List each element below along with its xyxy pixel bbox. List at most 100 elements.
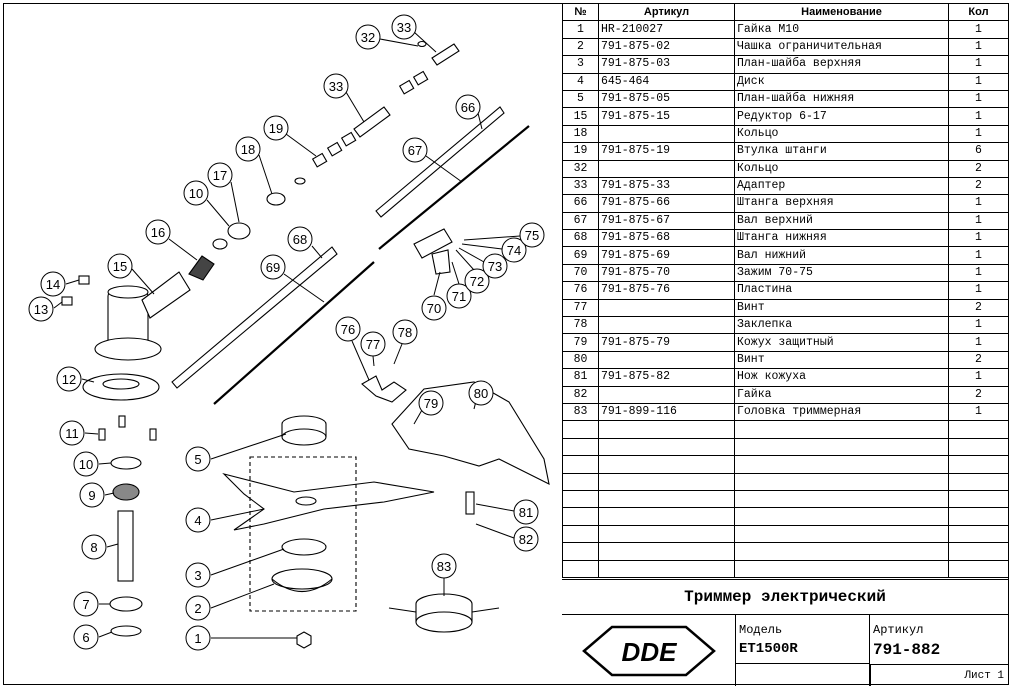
cell-qty: 1 bbox=[948, 124, 1009, 144]
svg-text:16: 16 bbox=[151, 225, 165, 240]
callout-2: 2 bbox=[185, 583, 275, 621]
callout-80: 80 bbox=[468, 380, 494, 410]
callout-15: 15 bbox=[107, 253, 155, 295]
empty-row bbox=[562, 420, 1009, 439]
cell-number: 2 bbox=[562, 37, 599, 57]
svg-text:10: 10 bbox=[79, 457, 93, 472]
callout-76: 76 bbox=[335, 316, 370, 381]
empty-cell bbox=[562, 420, 599, 439]
article-cell: Артикул 791-882 bbox=[870, 615, 1008, 663]
svg-text:75: 75 bbox=[525, 228, 539, 243]
cell-qty: 1 bbox=[948, 281, 1009, 300]
cell-number: 19 bbox=[562, 142, 599, 161]
empty-cell bbox=[562, 559, 599, 578]
cell-name: План-шайба верхняя bbox=[734, 55, 949, 74]
empty-cell bbox=[598, 455, 735, 474]
callout-66: 66 bbox=[455, 94, 483, 130]
callout-8: 8 bbox=[81, 534, 119, 560]
cell-article bbox=[598, 385, 735, 404]
cell-number: 79 bbox=[562, 333, 599, 352]
callout-10b: 10 bbox=[183, 180, 230, 227]
empty-cell bbox=[562, 542, 599, 561]
article-value: 791-882 bbox=[873, 641, 941, 659]
callout-72: 72 bbox=[455, 249, 490, 294]
svg-text:3: 3 bbox=[194, 568, 201, 583]
svg-text:13: 13 bbox=[34, 302, 48, 317]
cell-qty: 6 bbox=[948, 142, 1009, 161]
cell-name: Винт bbox=[734, 350, 949, 370]
cell-number: 67 bbox=[562, 211, 599, 231]
cell-article bbox=[598, 350, 735, 370]
empty-cell bbox=[562, 507, 599, 526]
cell-article: 791-875-67 bbox=[598, 211, 735, 231]
callout-5: 5 bbox=[185, 433, 287, 472]
cell-number: 15 bbox=[562, 107, 599, 126]
svg-text:6: 6 bbox=[82, 630, 89, 645]
svg-text:18: 18 bbox=[241, 142, 255, 157]
svg-text:19: 19 bbox=[269, 121, 283, 136]
svg-text:12: 12 bbox=[62, 372, 76, 387]
empty-cell bbox=[948, 507, 1009, 526]
cell-number: 32 bbox=[562, 159, 599, 178]
model-label: Модель bbox=[739, 623, 783, 637]
cell-qty: 1 bbox=[948, 89, 1009, 109]
sheet-number: Лист 1 bbox=[870, 664, 1008, 686]
cell-article: 791-875-68 bbox=[598, 229, 735, 248]
cell-qty: 2 bbox=[948, 350, 1009, 370]
svg-text:67: 67 bbox=[408, 143, 422, 158]
cell-number: 5 bbox=[562, 89, 599, 109]
empty-cell bbox=[948, 559, 1009, 578]
empty-cell bbox=[562, 524, 599, 544]
empty-row bbox=[562, 559, 1009, 578]
cell-name: Нож кожуха bbox=[734, 368, 949, 387]
header-qty: Кол bbox=[948, 2, 1009, 22]
callout-79: 79 bbox=[413, 390, 444, 425]
empty-cell bbox=[562, 489, 599, 509]
cell-number: 69 bbox=[562, 246, 599, 265]
cell-qty: 1 bbox=[948, 194, 1009, 213]
cell-number: 4 bbox=[562, 72, 599, 91]
cell-name: Зажим 70-75 bbox=[734, 263, 949, 283]
empty-row bbox=[562, 472, 1009, 491]
cell-article: 791-875-03 bbox=[598, 55, 735, 74]
document-title: Триммер электрический bbox=[562, 580, 1008, 615]
cell-article: 791-875-02 bbox=[598, 37, 735, 57]
svg-text:11: 11 bbox=[65, 426, 79, 441]
callout-83: 83 bbox=[431, 553, 457, 596]
cell-name: Диск bbox=[734, 72, 949, 91]
cell-number: 68 bbox=[562, 229, 599, 248]
cell-number: 66 bbox=[562, 194, 599, 213]
model-cell: Модель ET1500R bbox=[736, 615, 870, 663]
cell-article bbox=[598, 298, 735, 318]
cell-qty: 1 bbox=[948, 316, 1009, 335]
empty-cell bbox=[734, 507, 949, 526]
header-number: № bbox=[562, 2, 599, 22]
empty-row bbox=[562, 489, 1009, 509]
callout-73: 73 bbox=[458, 247, 508, 279]
svg-text:80: 80 bbox=[474, 386, 488, 401]
cell-qty: 1 bbox=[948, 246, 1009, 265]
callout-71: 71 bbox=[446, 261, 472, 309]
cell-number: 1 bbox=[562, 20, 599, 39]
cell-number: 78 bbox=[562, 316, 599, 335]
svg-text:10: 10 bbox=[189, 186, 203, 201]
svg-text:70: 70 bbox=[427, 301, 441, 316]
svg-text:9: 9 bbox=[88, 488, 95, 503]
svg-text:69: 69 bbox=[266, 260, 280, 275]
callout-77: 77 bbox=[360, 331, 386, 367]
svg-text:7: 7 bbox=[82, 597, 89, 612]
cell-name: Штанга верхняя bbox=[734, 194, 949, 213]
svg-text:15: 15 bbox=[113, 259, 127, 274]
empty-row bbox=[562, 507, 1009, 526]
model-value: ET1500R bbox=[739, 641, 798, 657]
callout-16: 16 bbox=[145, 219, 198, 261]
cell-qty: 2 bbox=[948, 298, 1009, 318]
drawing-sheet: 1 2 3 4 5 6 7 8 9 10 11 12 13 14 15 16 1… bbox=[3, 3, 1009, 685]
cell-name: Редуктор 6-17 bbox=[734, 107, 949, 126]
